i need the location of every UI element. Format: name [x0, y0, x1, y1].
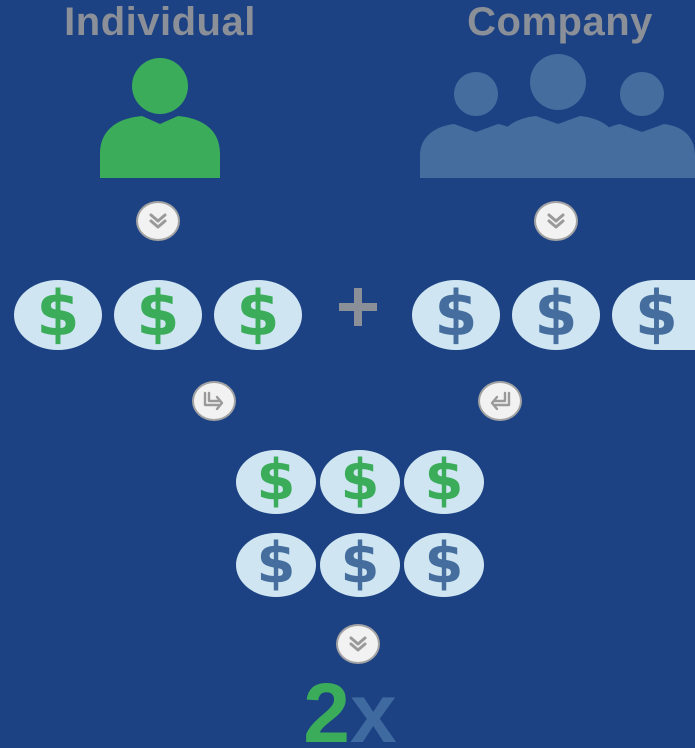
dollar-sign: $ [534, 277, 578, 350]
chevron-double-down-icon [149, 213, 167, 229]
dollar-sign: $ [634, 277, 679, 350]
down-arrow-badge-result [336, 624, 380, 664]
individual-dollar-coin: $ [114, 280, 202, 350]
dollar-sign: $ [424, 448, 464, 513]
combined-individual-coin: $ [320, 450, 400, 514]
dollar-sign: $ [340, 531, 380, 596]
dollar-sign: $ [434, 277, 478, 350]
group-icon [420, 54, 695, 178]
turn-arrow-badge-individual [192, 381, 236, 421]
dollar-sign: $ [340, 448, 380, 513]
combined-company-coin: $ [404, 533, 484, 597]
turn-right-arrow-icon [203, 391, 224, 411]
combined-individual-coin: $ [404, 450, 484, 514]
dollar-sign: $ [256, 448, 296, 513]
result-number: 2 [303, 666, 350, 748]
dollar-sign: $ [424, 531, 464, 596]
individual-dollar-coin: $ [14, 280, 102, 350]
company-dollar-coin: $ [412, 280, 500, 350]
dollar-sign: $ [236, 277, 280, 350]
person-icon [100, 58, 220, 178]
dollar-sign: $ [36, 277, 80, 350]
combined-company-coin: $ [236, 533, 316, 597]
chevron-double-down-icon [547, 213, 565, 229]
chevron-double-down-icon [349, 636, 367, 652]
combined-company-coin: $ [320, 533, 400, 597]
company-dollar-coin: $ [612, 280, 695, 350]
down-arrow-badge-individual [136, 201, 180, 241]
dollar-sign: $ [256, 531, 296, 596]
turn-arrow-badge-company [478, 381, 522, 421]
individual-dollar-coin: $ [214, 280, 302, 350]
company-heading: Company [467, 0, 653, 44]
result-suffix: x [350, 666, 397, 748]
plus-icon [339, 288, 377, 326]
dollar-sign: $ [136, 277, 180, 350]
result-multiplier: 2x [280, 668, 420, 748]
down-arrow-badge-company [534, 201, 578, 241]
company-dollar-coin: $ [512, 280, 600, 350]
combined-individual-coin: $ [236, 450, 316, 514]
individual-heading: Individual [64, 0, 256, 44]
turn-left-arrow-icon [490, 391, 511, 411]
